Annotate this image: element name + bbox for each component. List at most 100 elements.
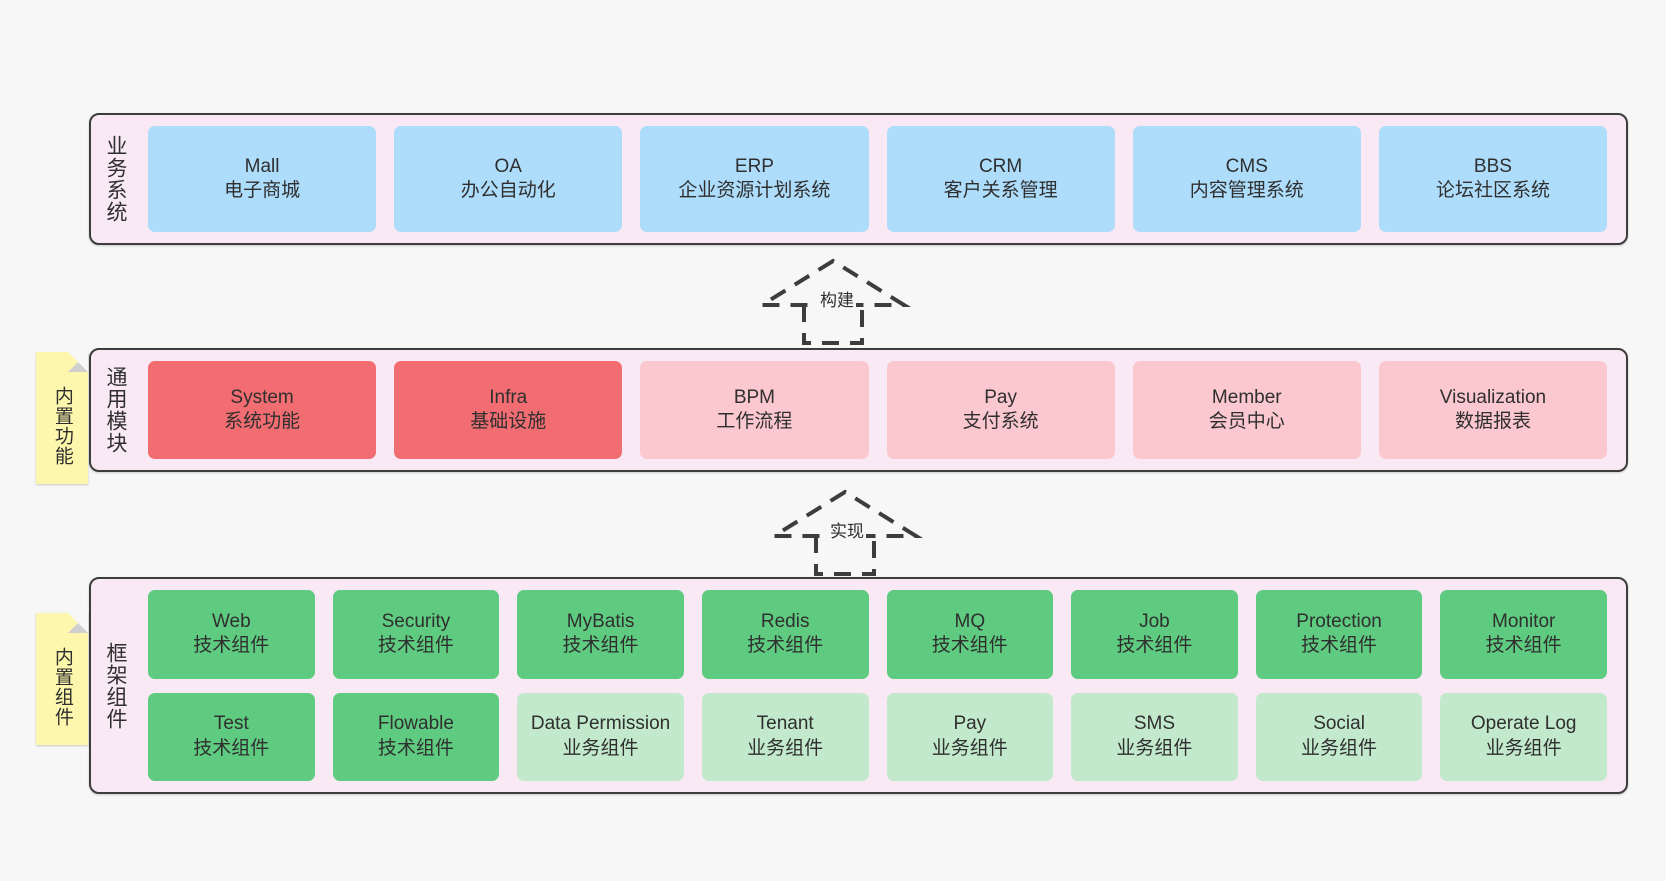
card-data-permission[interactable]: Data Permission 业务组件 [517,692,684,781]
card-infra-cn: 基础设施 [470,411,547,432]
note-builtin-components-label: 内置组件 [51,647,73,727]
card-test-cn: 技术组件 [193,737,270,759]
card-oa[interactable]: OA 办公自动化 [394,126,623,232]
card-oa-cn: 办公自动化 [460,180,556,201]
layer-title-common: 通用模块 [103,366,127,454]
common-card-row: System 系统功能 Infra 基础设施 BPM 工作流程 Pay [139,350,1626,470]
card-pay-module-en: Pay [984,386,1017,408]
business-col-3: ERP 企业资源计划系统 [631,126,877,232]
card-protection[interactable]: Protection 技术组件 [1255,590,1423,679]
card-cms-cn: 内容管理系统 [1189,180,1304,201]
card-bbs-cn: 论坛社区系统 [1435,180,1550,201]
card-oa-en: OA [494,155,522,177]
card-member-cn: 会员中心 [1208,411,1285,432]
card-sms[interactable]: SMS 业务组件 [1071,692,1238,781]
framework-col-4: Redis 技术组件 Tenant 业务组件 [693,590,878,781]
card-monitor[interactable]: Monitor 技术组件 [1440,590,1607,679]
card-data-permission-cn: 业务组件 [562,737,639,759]
layer-business-systems: 业务系统 Mall 电子商城 OA 办公自动化 ERP 企业资源计划系统 [89,113,1628,245]
business-col-1: Mall 电子商城 [139,126,385,232]
card-visualization[interactable]: Visualization 数据报表 [1378,361,1608,459]
common-col-6: Visualization 数据报表 [1370,361,1616,459]
card-tenant[interactable]: Tenant 业务组件 [701,692,869,781]
card-crm-cn: 客户关系管理 [943,180,1058,201]
card-mq-en: MQ [954,610,986,632]
card-protection-en: Protection [1296,610,1382,632]
card-bbs[interactable]: BBS 论坛社区系统 [1378,126,1608,232]
card-mall-cn: 电子商城 [224,180,301,201]
card-security[interactable]: Security 技术组件 [332,590,500,679]
card-social-en: Social [1313,713,1365,735]
layer-common-modules: 通用模块 System 系统功能 Infra 基础设施 BPM 工作流程 [89,348,1628,472]
card-pay-module-cn: 支付系统 [962,411,1039,432]
card-cms-en: CMS [1225,155,1268,177]
card-security-en: Security [381,610,451,632]
card-operate-log-cn: 业务组件 [1485,737,1562,759]
card-protection-cn: 技术组件 [1301,635,1378,657]
card-bpm[interactable]: BPM 工作流程 [640,361,869,459]
card-operate-log[interactable]: Operate Log 业务组件 [1440,692,1607,781]
card-redis[interactable]: Redis 技术组件 [701,590,869,679]
card-web[interactable]: Web 技术组件 [148,590,315,679]
layer-title-business: 业务系统 [103,135,127,223]
note-builtin-functions[interactable]: 内置功能 [36,352,88,484]
card-mq-cn: 技术组件 [931,635,1008,657]
arrow-implement: 实现 [766,488,924,576]
card-web-en: Web [211,610,251,632]
card-flowable-cn: 技术组件 [377,737,454,759]
card-system[interactable]: System 系统功能 [148,361,377,459]
card-job-en: Job [1139,610,1170,632]
card-data-permission-en: Data Permission [530,713,671,735]
card-redis-en: Redis [760,610,810,632]
card-member[interactable]: Member 会员中心 [1132,361,1361,459]
card-bpm-en: BPM [733,386,776,408]
business-col-4: CRM 客户关系管理 [878,126,1124,232]
card-cms[interactable]: CMS 内容管理系统 [1132,126,1361,232]
arrow-build: 构建 [754,257,912,345]
common-col-4: Pay 支付系统 [878,361,1124,459]
card-erp-cn: 企业资源计划系统 [678,180,831,201]
card-web-cn: 技术组件 [193,635,270,657]
card-security-cn: 技术组件 [377,635,454,657]
card-mybatis-cn: 技术组件 [562,635,639,657]
arrow-implement-label: 实现 [828,517,866,542]
card-mybatis[interactable]: MyBatis 技术组件 [517,590,684,679]
card-infra[interactable]: Infra 基础设施 [394,361,623,459]
common-col-3: BPM 工作流程 [631,361,877,459]
card-bpm-cn: 工作流程 [716,411,793,432]
card-visualization-en: Visualization [1439,386,1547,408]
card-mall[interactable]: Mall 电子商城 [148,126,377,232]
layer-framework-components: 框架组件 Web 技术组件 Test 技术组件 Security 技术组件 F [89,577,1628,794]
framework-col-3: MyBatis 技术组件 Data Permission 业务组件 [508,590,693,781]
card-crm[interactable]: CRM 客户关系管理 [886,126,1115,232]
card-test[interactable]: Test 技术组件 [148,692,315,781]
framework-col-6: Job 技术组件 SMS 业务组件 [1062,590,1247,781]
business-col-2: OA 办公自动化 [385,126,631,232]
card-job[interactable]: Job 技术组件 [1071,590,1238,679]
card-tenant-en: Tenant [756,713,814,735]
card-mq[interactable]: MQ 技术组件 [886,590,1054,679]
card-monitor-cn: 技术组件 [1485,635,1562,657]
card-social[interactable]: Social 业务组件 [1255,692,1423,781]
card-monitor-en: Monitor [1492,610,1556,632]
framework-col-5: MQ 技术组件 Pay 业务组件 [878,590,1063,781]
card-test-en: Test [213,713,249,735]
card-mall-en: Mall [244,155,280,177]
business-col-6: BBS 论坛社区系统 [1370,126,1616,232]
common-col-1: System 系统功能 [139,361,385,459]
card-tenant-cn: 业务组件 [747,737,824,759]
card-bbs-en: BBS [1473,155,1512,177]
note-builtin-components[interactable]: 内置组件 [36,613,88,745]
card-pay-component[interactable]: Pay 业务组件 [886,692,1054,781]
card-erp[interactable]: ERP 企业资源计划系统 [640,126,869,232]
common-col-2: Infra 基础设施 [385,361,631,459]
layer-title-framework: 框架组件 [103,641,127,730]
card-flowable[interactable]: Flowable 技术组件 [332,692,500,781]
card-visualization-cn: 数据报表 [1454,411,1531,432]
card-operate-log-en: Operate Log [1470,713,1577,735]
card-job-cn: 技术组件 [1116,635,1193,657]
note-builtin-functions-label: 内置功能 [51,386,73,466]
framework-col-8: Monitor 技术组件 Operate Log 业务组件 [1431,590,1616,781]
card-pay-module[interactable]: Pay 支付系统 [886,361,1115,459]
